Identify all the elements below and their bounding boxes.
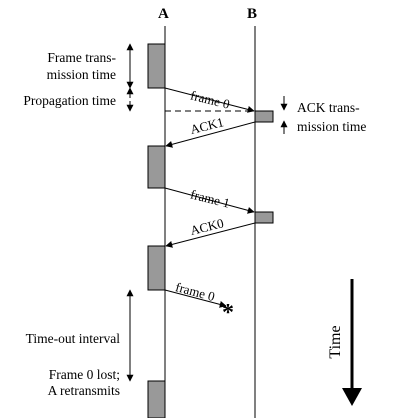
time-axis-arrow xyxy=(342,279,362,406)
loss-asterisk: * xyxy=(222,300,234,326)
frame0-tx-block xyxy=(147,43,166,89)
node-b-label: B xyxy=(247,6,257,22)
frame0-retransmit-block xyxy=(147,380,166,418)
ack0-tx-block xyxy=(254,211,274,224)
time-axis-label: Time xyxy=(327,325,344,358)
ack-tx-time-label-1: ACK trans- xyxy=(297,100,360,115)
frame0-retry-label: frame 0 xyxy=(174,279,217,304)
frame1-arrow xyxy=(164,187,255,214)
frame-lost-label-1: Frame 0 lost; xyxy=(49,367,120,382)
ack0-arrow xyxy=(165,222,256,248)
frame-lost-label-2: A retransmits xyxy=(48,383,120,398)
frame0-retx-block xyxy=(147,245,166,291)
propagation-time-label: Propagation time xyxy=(23,93,116,108)
ack0-label: ACK0 xyxy=(189,215,226,238)
timeout-interval-label: Time-out interval xyxy=(26,331,121,346)
frame0-label: frame 0 xyxy=(189,88,232,112)
ack-tx-time-label-2: mission time xyxy=(297,119,366,134)
frame-tx-time-label-2: mission time xyxy=(47,67,116,82)
ack1-label: ACK1 xyxy=(189,114,226,137)
frame1-tx-block xyxy=(147,145,166,189)
frame1-label: frame 1 xyxy=(189,187,232,211)
frame-tx-time-label-1: Frame trans- xyxy=(47,50,116,65)
ack1-tx-block xyxy=(254,110,274,123)
ack1-arrow xyxy=(165,121,256,148)
frame0-lost-arrow xyxy=(164,289,227,308)
frame0-arrow xyxy=(164,87,255,113)
node-a-label: A xyxy=(158,6,169,22)
